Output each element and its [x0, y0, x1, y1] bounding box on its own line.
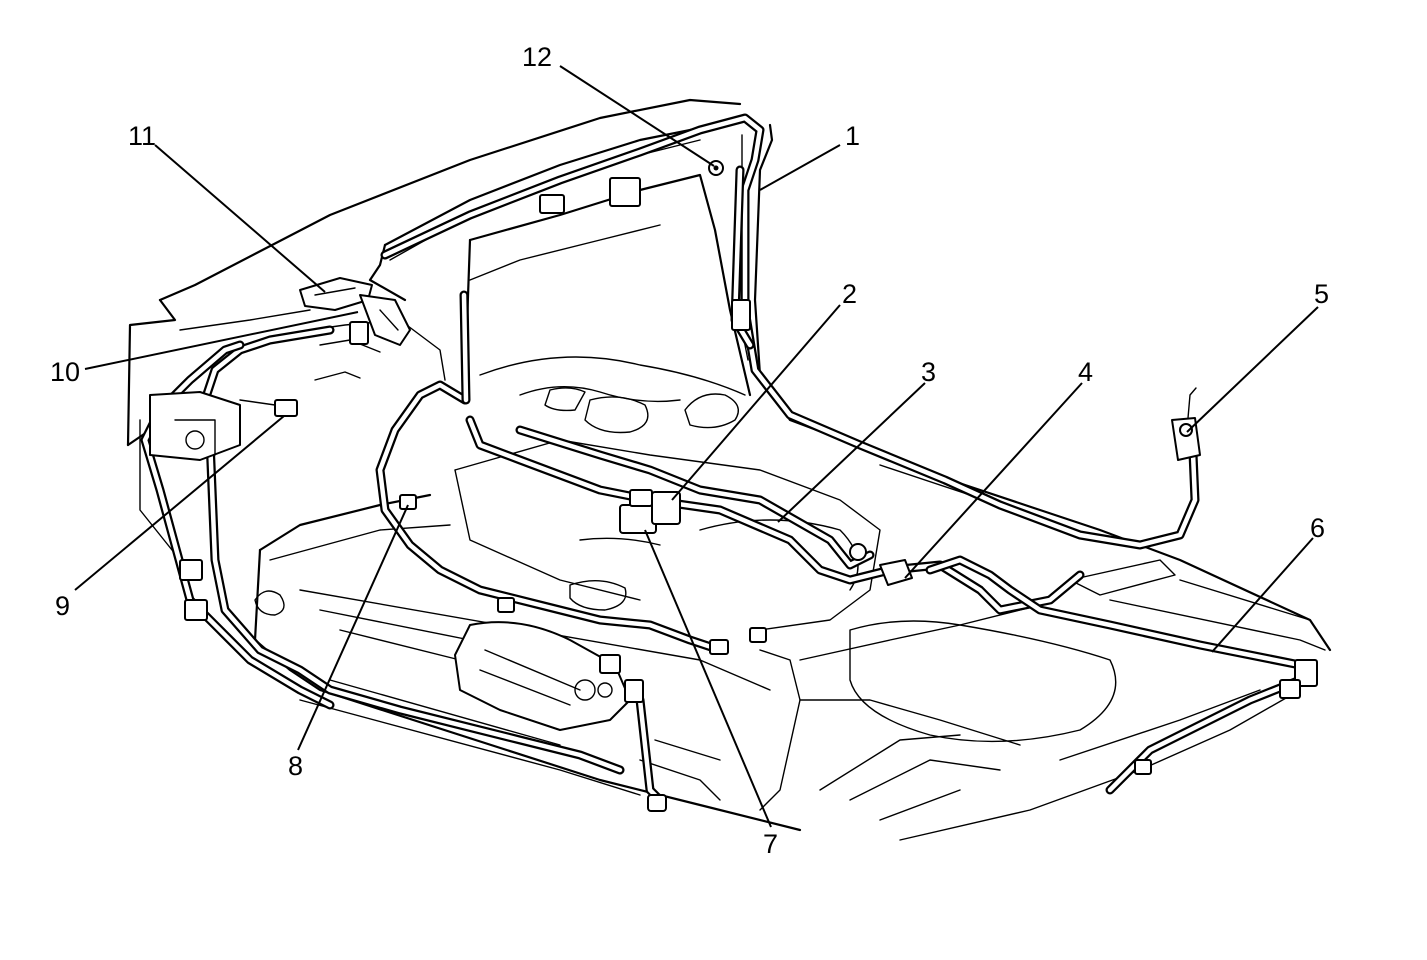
- leader-6: [1211, 537, 1314, 653]
- connector-4-icon: [849, 543, 913, 586]
- vehicle-body: [126, 98, 1332, 841]
- leader-12: [559, 65, 715, 167]
- rear-connector-icon: [1134, 659, 1318, 775]
- callout-6: 6: [1310, 513, 1325, 543]
- rocker-connector-icon: [179, 559, 208, 621]
- leader-1: [759, 144, 841, 191]
- front-floor-connector-icon: [647, 794, 667, 812]
- connector-5-icon: [1171, 387, 1201, 461]
- leader-9: [74, 415, 285, 591]
- callout-9: 9: [55, 591, 70, 621]
- callout-7: 7: [763, 829, 778, 859]
- leader-3: [777, 382, 926, 523]
- components: [149, 160, 1318, 812]
- connector-cluster-upper-left-icon: [299, 277, 411, 346]
- connector-9-icon: [239, 399, 298, 417]
- leader-4: [904, 382, 1083, 579]
- callout-2: 2: [842, 279, 857, 309]
- side-module-icon: [149, 391, 241, 461]
- callout-labels: 1 2 3 4 5 6 7 8 9 10 11 12: [50, 42, 1329, 859]
- seat-module-icon: [454, 621, 644, 731]
- callout-3: 3: [921, 357, 936, 387]
- callout-4: 4: [1078, 357, 1093, 387]
- callout-5: 5: [1314, 279, 1329, 309]
- wiring-harness: [140, 113, 1305, 805]
- leader-5: [1186, 306, 1319, 433]
- callout-10: 10: [50, 357, 80, 387]
- leader-11: [154, 144, 326, 293]
- callout-1: 1: [845, 121, 860, 151]
- connector-block-icon: [619, 489, 681, 534]
- center-connector-icon: [399, 494, 767, 655]
- leader-8: [297, 504, 409, 751]
- pillar-clip-icon: [539, 177, 751, 331]
- leader-7: [644, 529, 772, 828]
- callout-12: 12: [522, 42, 552, 72]
- callout-8: 8: [288, 751, 303, 781]
- leader-10: [84, 311, 359, 370]
- callout-11: 11: [128, 121, 156, 151]
- leader-lines: [74, 65, 1319, 828]
- leader-2: [671, 304, 841, 501]
